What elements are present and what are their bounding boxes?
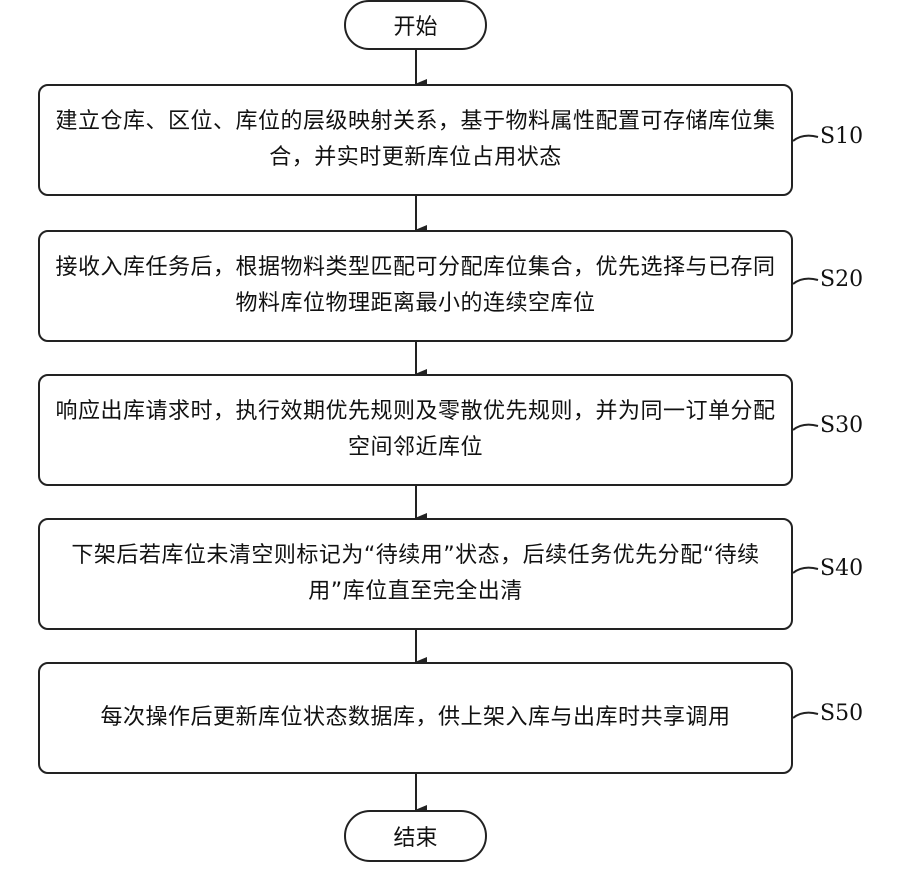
start-label: 开始 (393, 9, 437, 41)
step-label-s10: S10 (820, 124, 863, 149)
label-leader-s50 (793, 713, 818, 718)
step-label-s50: S50 (820, 701, 863, 726)
step-label-s40: S40 (820, 556, 863, 581)
step-label-s20: S20 (820, 267, 863, 292)
step-box-s10: 建立仓库、区位、库位的层级映射关系，基于物料属性配置可存储库位集合，并实时更新库… (38, 84, 793, 196)
step-text-s50: 每次操作后更新库位状态数据库，供上架入库与出库时共享调用 (100, 700, 730, 736)
end-label: 结束 (393, 820, 437, 852)
step-text-s20: 接收入库任务后，根据物料类型匹配可分配库位集合，优先选择与已存同物料库位物理距离… (50, 250, 781, 322)
end-terminal: 结束 (344, 810, 487, 862)
label-leader-s10 (793, 136, 818, 141)
step-label-s30: S30 (820, 413, 863, 438)
step-box-s30: 响应出库请求时，执行效期优先规则及零散优先规则，并为同一订单分配空间邻近库位 (38, 374, 793, 486)
label-leader-s40 (793, 568, 818, 573)
step-box-s20: 接收入库任务后，根据物料类型匹配可分配库位集合，优先选择与已存同物料库位物理距离… (38, 230, 793, 342)
step-text-s40: 下架后若库位未清空则标记为“待续用”状态，后续任务优先分配“待续用”库位直至完全… (50, 538, 781, 610)
label-leader-s20 (793, 279, 818, 284)
start-terminal: 开始 (344, 0, 487, 50)
step-box-s50: 每次操作后更新库位状态数据库，供上架入库与出库时共享调用 (38, 662, 793, 774)
step-text-s30: 响应出库请求时，执行效期优先规则及零散优先规则，并为同一订单分配空间邻近库位 (50, 394, 781, 466)
label-leader-s30 (793, 425, 818, 430)
step-text-s10: 建立仓库、区位、库位的层级映射关系，基于物料属性配置可存储库位集合，并实时更新库… (50, 104, 781, 176)
step-box-s40: 下架后若库位未清空则标记为“待续用”状态，后续任务优先分配“待续用”库位直至完全… (38, 518, 793, 630)
